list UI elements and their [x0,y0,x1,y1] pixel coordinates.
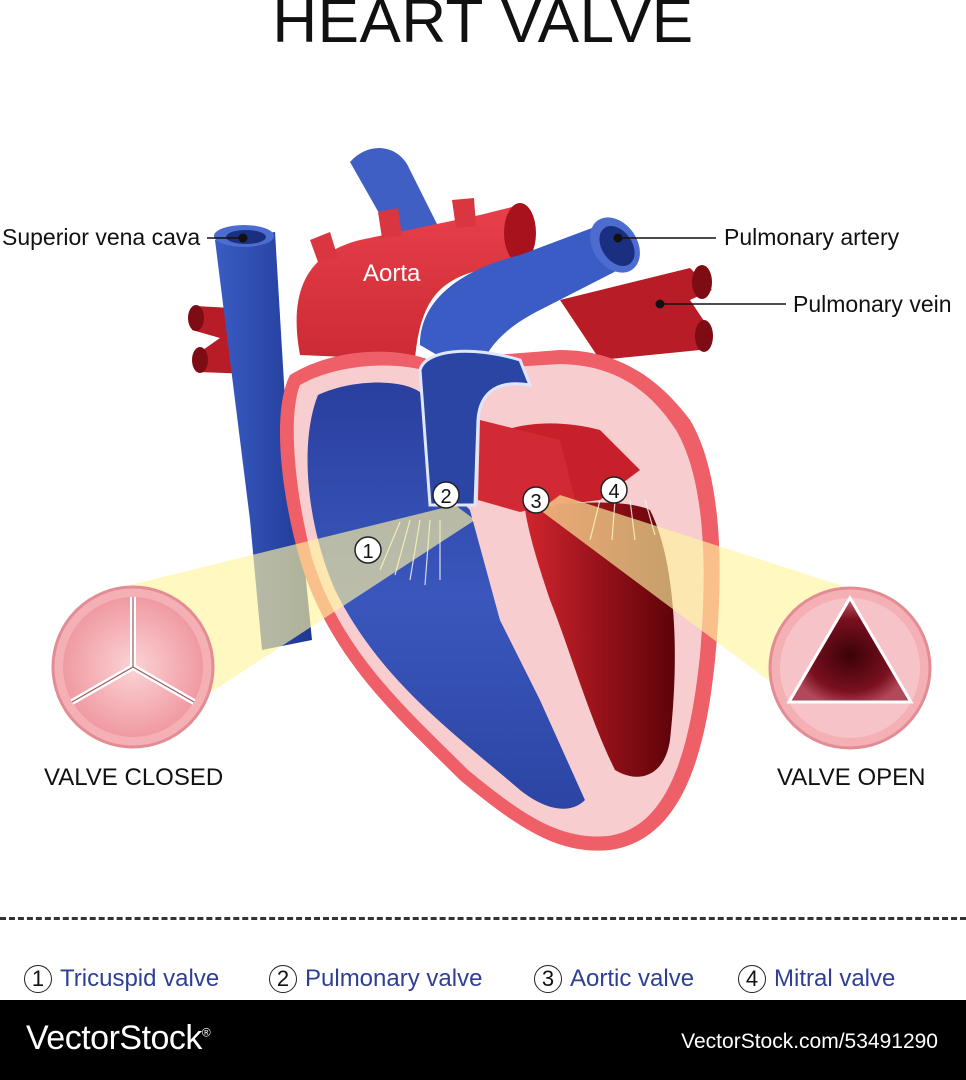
septum [470,505,600,800]
vectorstock-logo[interactable]: VectorStock® [26,1019,211,1058]
legend-label: Tricuspid valve [60,965,220,992]
dashed-divider [0,917,966,920]
pulmonary-artery [420,217,640,380]
pulmonary-trunk [418,349,533,507]
marker-3-text: 3 [530,491,541,513]
closed-valve-beam [130,505,475,745]
brand-name: VectorStock [26,1019,202,1057]
registered-mark: ® [201,1025,211,1040]
heart-illustration: 1 2 3 4 [51,148,932,851]
legend-item-tricuspid: 1 Tricuspid valve [24,965,219,993]
legend-item-pulmonary: 2 Pulmonary valve [269,965,482,993]
label-leader-lines [207,237,786,305]
pv-pointer-dot [655,299,665,309]
marker-1-text: 1 [362,541,373,563]
marker-2-text: 2 [440,486,451,508]
pa-pointer-dot [613,233,623,243]
brachiocephalic-vessel [350,148,440,250]
legend-number: 2 [269,965,297,993]
marker-4-text: 4 [608,481,619,503]
marker-3: 3 [522,486,550,514]
stock-id-link[interactable]: VectorStock.com/53491290 [681,1030,938,1053]
svc-pointer-dot [238,233,248,243]
legend-number: 3 [534,965,562,993]
superior-vena-cava [214,225,312,650]
label-pulmonary-artery: Pulmonary artery [724,224,900,250]
caption-valve-open: VALVE OPEN [777,764,926,791]
aortic-root [478,420,575,512]
marker-4: 4 [600,476,628,504]
right-ventricle [307,382,585,809]
marker-2: 2 [432,481,460,509]
marker-1: 1 [354,536,382,564]
valve-closed-illustration [51,585,215,749]
legend-number: 1 [24,965,52,993]
caption-valve-closed: VALVE CLOSED [44,764,224,791]
page-title: HEART VALVE [272,0,694,56]
legend-item-mitral: 4 Mitral valve [738,965,895,993]
legend: 1 Tricuspid valve 2 Pulmonary valve 3 Ao… [0,965,966,1005]
aorta [296,198,536,360]
legend-label: Mitral valve [774,965,896,992]
legend-item-aortic: 3 Aortic valve [534,965,694,993]
valve-open-illustration [768,586,932,750]
pulmonary-vein [560,265,713,360]
label-superior-vena-cava: Superior vena cava [2,224,201,250]
footer-bar: VectorStock® VectorStock.com/53491290 [0,1000,966,1080]
label-pulmonary-vein: Pulmonary vein [793,291,952,317]
legend-label: Pulmonary valve [305,965,483,992]
legend-number: 4 [738,965,766,993]
label-aorta: Aorta [363,260,421,287]
legend-label: Aortic valve [570,965,695,992]
